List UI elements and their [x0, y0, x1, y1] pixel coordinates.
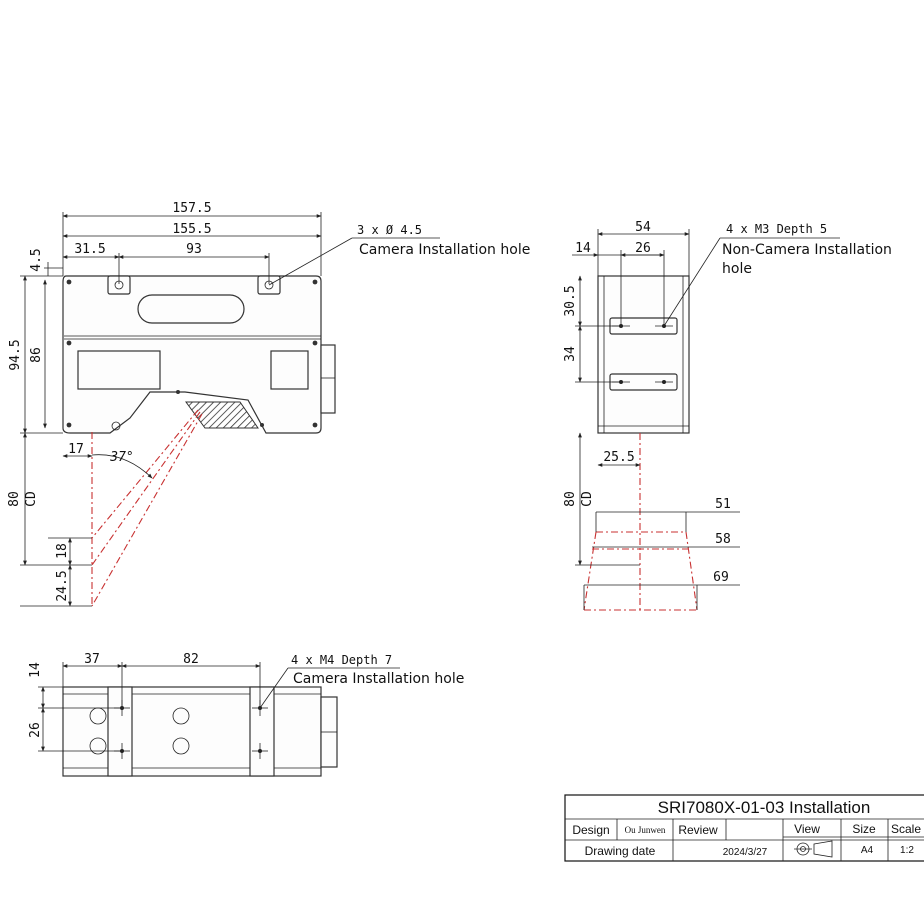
mounting-hole-icon — [111, 421, 121, 431]
dim-laser-offset: 17 — [68, 442, 84, 457]
side-dim-lower: 34 — [563, 346, 578, 362]
title-block-view-label: View — [794, 822, 820, 836]
title-block-title: SRI7080X-01-03 Installation — [658, 798, 871, 817]
bottom-bracket-right — [249, 686, 275, 777]
title-block-scale: 1:2 — [900, 845, 914, 856]
side-note-label-2: hole — [722, 261, 752, 277]
dim-angle: 37° — [109, 450, 133, 465]
label-plate-right — [270, 350, 309, 390]
dim-cd-label: CD — [24, 491, 39, 507]
dim-range-upper: 18 — [55, 543, 70, 559]
side-note-spec: 4 x M3 Depth 5 — [726, 222, 827, 236]
title-block-scale-label: Scale — [891, 822, 921, 836]
bottom-dim-offset-x: 37 — [84, 652, 100, 667]
label-plate-left — [77, 350, 161, 390]
connector — [320, 344, 336, 414]
field-of-view — [583, 531, 698, 611]
bottom-dim-offset-y: 14 — [28, 662, 43, 678]
oval-window — [137, 294, 245, 324]
bottom-note-spec: 4 x M4 Depth 7 — [291, 653, 392, 667]
side-dim-cd: 80 — [563, 491, 578, 507]
bottom-view-body — [62, 686, 322, 777]
title-block-size-label: Size — [852, 822, 876, 836]
dim-cd: 80 — [7, 491, 22, 507]
laser-beams — [91, 409, 203, 607]
title-block-design-label: Design — [572, 823, 609, 837]
side-dim-fov-far: 69 — [713, 570, 729, 585]
side-view: 54 14 26 30.5 34 25.5 80 CD 51 58 69 — [563, 220, 892, 611]
title-block-date-label: Drawing date — [585, 844, 656, 858]
side-dim-fov-near: 51 — [715, 497, 731, 512]
front-note-label: Camera Installation hole — [359, 242, 530, 258]
side-dim-cd-label: CD — [580, 491, 595, 507]
dim-top-margin: 4.5 — [29, 248, 44, 271]
side-dim-left-offset: 14 — [575, 241, 591, 256]
bottom-bracket-left — [107, 686, 133, 777]
title-block-designer: Ou Junwen — [625, 825, 666, 835]
dim-hole-offset: 31.5 — [74, 242, 105, 257]
bottom-note-label: Camera Installation hole — [293, 671, 464, 687]
bottom-dim-spacing-x: 82 — [183, 652, 199, 667]
front-note-spec: 3 x Ø 4.5 — [357, 223, 422, 237]
dim-body-width: 155.5 — [172, 222, 211, 237]
front-view-body — [62, 275, 322, 434]
dim-overall-width: 157.5 — [172, 201, 211, 216]
title-block-size: A4 — [861, 845, 874, 856]
side-note-label-1: Non-Camera Installation — [722, 242, 892, 258]
side-dim-hole-spacing: 26 — [635, 241, 651, 256]
side-view-body — [597, 275, 690, 434]
bottom-dim-spacing-y: 26 — [28, 722, 43, 738]
title-block: SRI7080X-01-03 Installation Design Ou Ju… — [564, 794, 924, 862]
projection-symbol-icon — [794, 840, 833, 858]
title-block-date: 2024/3/27 — [723, 847, 768, 858]
bottom-view: 37 82 14 26 4 x M4 Depth 7 Camera Instal… — [28, 652, 464, 777]
title-block-review-label: Review — [678, 823, 718, 837]
dim-body-height: 86 — [29, 347, 44, 363]
dim-overall-height: 94.5 — [8, 339, 23, 370]
side-dim-fov-mid: 58 — [715, 532, 731, 547]
front-view: 157.5 155.5 31.5 93 4.5 94.5 86 17 37° 8… — [7, 201, 530, 607]
side-dim-upper: 30.5 — [563, 285, 578, 316]
side-dim-width: 54 — [635, 220, 651, 235]
dim-hole-spacing: 93 — [186, 242, 202, 257]
dim-range-lower: 24.5 — [55, 570, 70, 601]
side-dim-center-offset: 25.5 — [603, 450, 634, 465]
